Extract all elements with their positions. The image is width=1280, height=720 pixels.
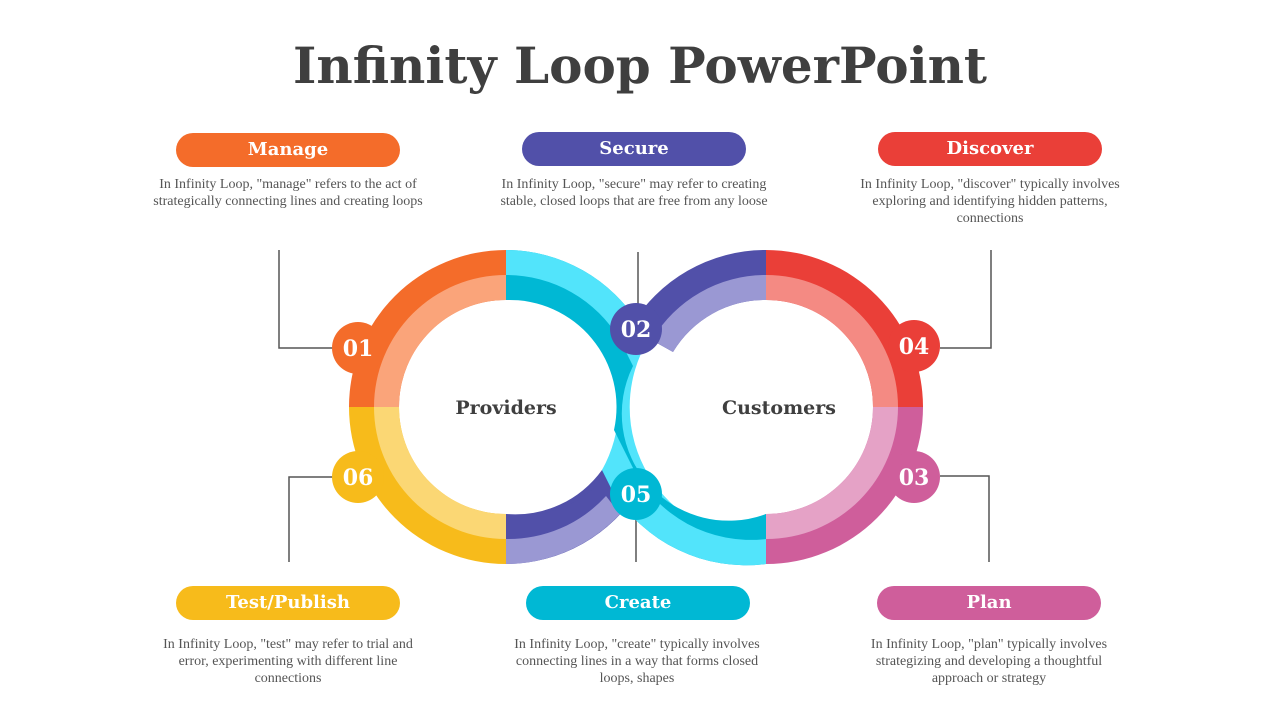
badge-04-number: 04 [899, 334, 930, 360]
page-title: Infinity Loop PowerPoint [292, 36, 988, 95]
connector-03 [940, 475, 990, 562]
badge-05 [610, 468, 662, 520]
badge-02-number: 02 [621, 317, 652, 343]
connector-lines [278, 250, 992, 562]
badge-06-number: 06 [343, 465, 374, 491]
right-loop-center [661, 302, 871, 512]
label-secure: Secure [522, 132, 746, 166]
connector-04 [940, 250, 992, 349]
left-loop-top-left-inner [374, 275, 506, 407]
label-test-publish: Test/Publish [176, 586, 400, 620]
badge-04 [888, 320, 940, 372]
label-create: Create [526, 586, 750, 620]
badge-03-number: 03 [899, 465, 930, 491]
desc-create: In Infinity Loop, "create" typically inv… [514, 637, 760, 686]
label-discover: Discover [878, 132, 1102, 166]
label-plan: Plan [877, 586, 1101, 620]
desc-test-publish: In Infinity Loop, "test" may refer to tr… [163, 637, 413, 686]
badge-02 [610, 303, 662, 355]
desc-manage: In Infinity Loop, "manage" refers to the… [153, 177, 423, 209]
badge-01-number: 01 [343, 336, 374, 362]
desc-discover: In Infinity Loop, "discover" typically i… [860, 177, 1120, 226]
badge-01 [332, 322, 384, 374]
left-loop-bottom-left-inner [374, 407, 506, 539]
connector-06 [288, 476, 334, 562]
desc-plan: In Infinity Loop, "plan" typically invol… [870, 637, 1108, 686]
left-loop-center [401, 302, 611, 512]
desc-secure: In Infinity Loop, "secure" may refer to … [500, 177, 768, 209]
center-label-providers: Providers [455, 397, 556, 419]
connector-01 [278, 250, 336, 349]
badge-06 [332, 451, 384, 503]
badge-05-number: 05 [621, 482, 652, 508]
label-manage: Manage [176, 133, 400, 167]
badge-03 [888, 451, 940, 503]
center-label-customers: Customers [722, 397, 836, 419]
